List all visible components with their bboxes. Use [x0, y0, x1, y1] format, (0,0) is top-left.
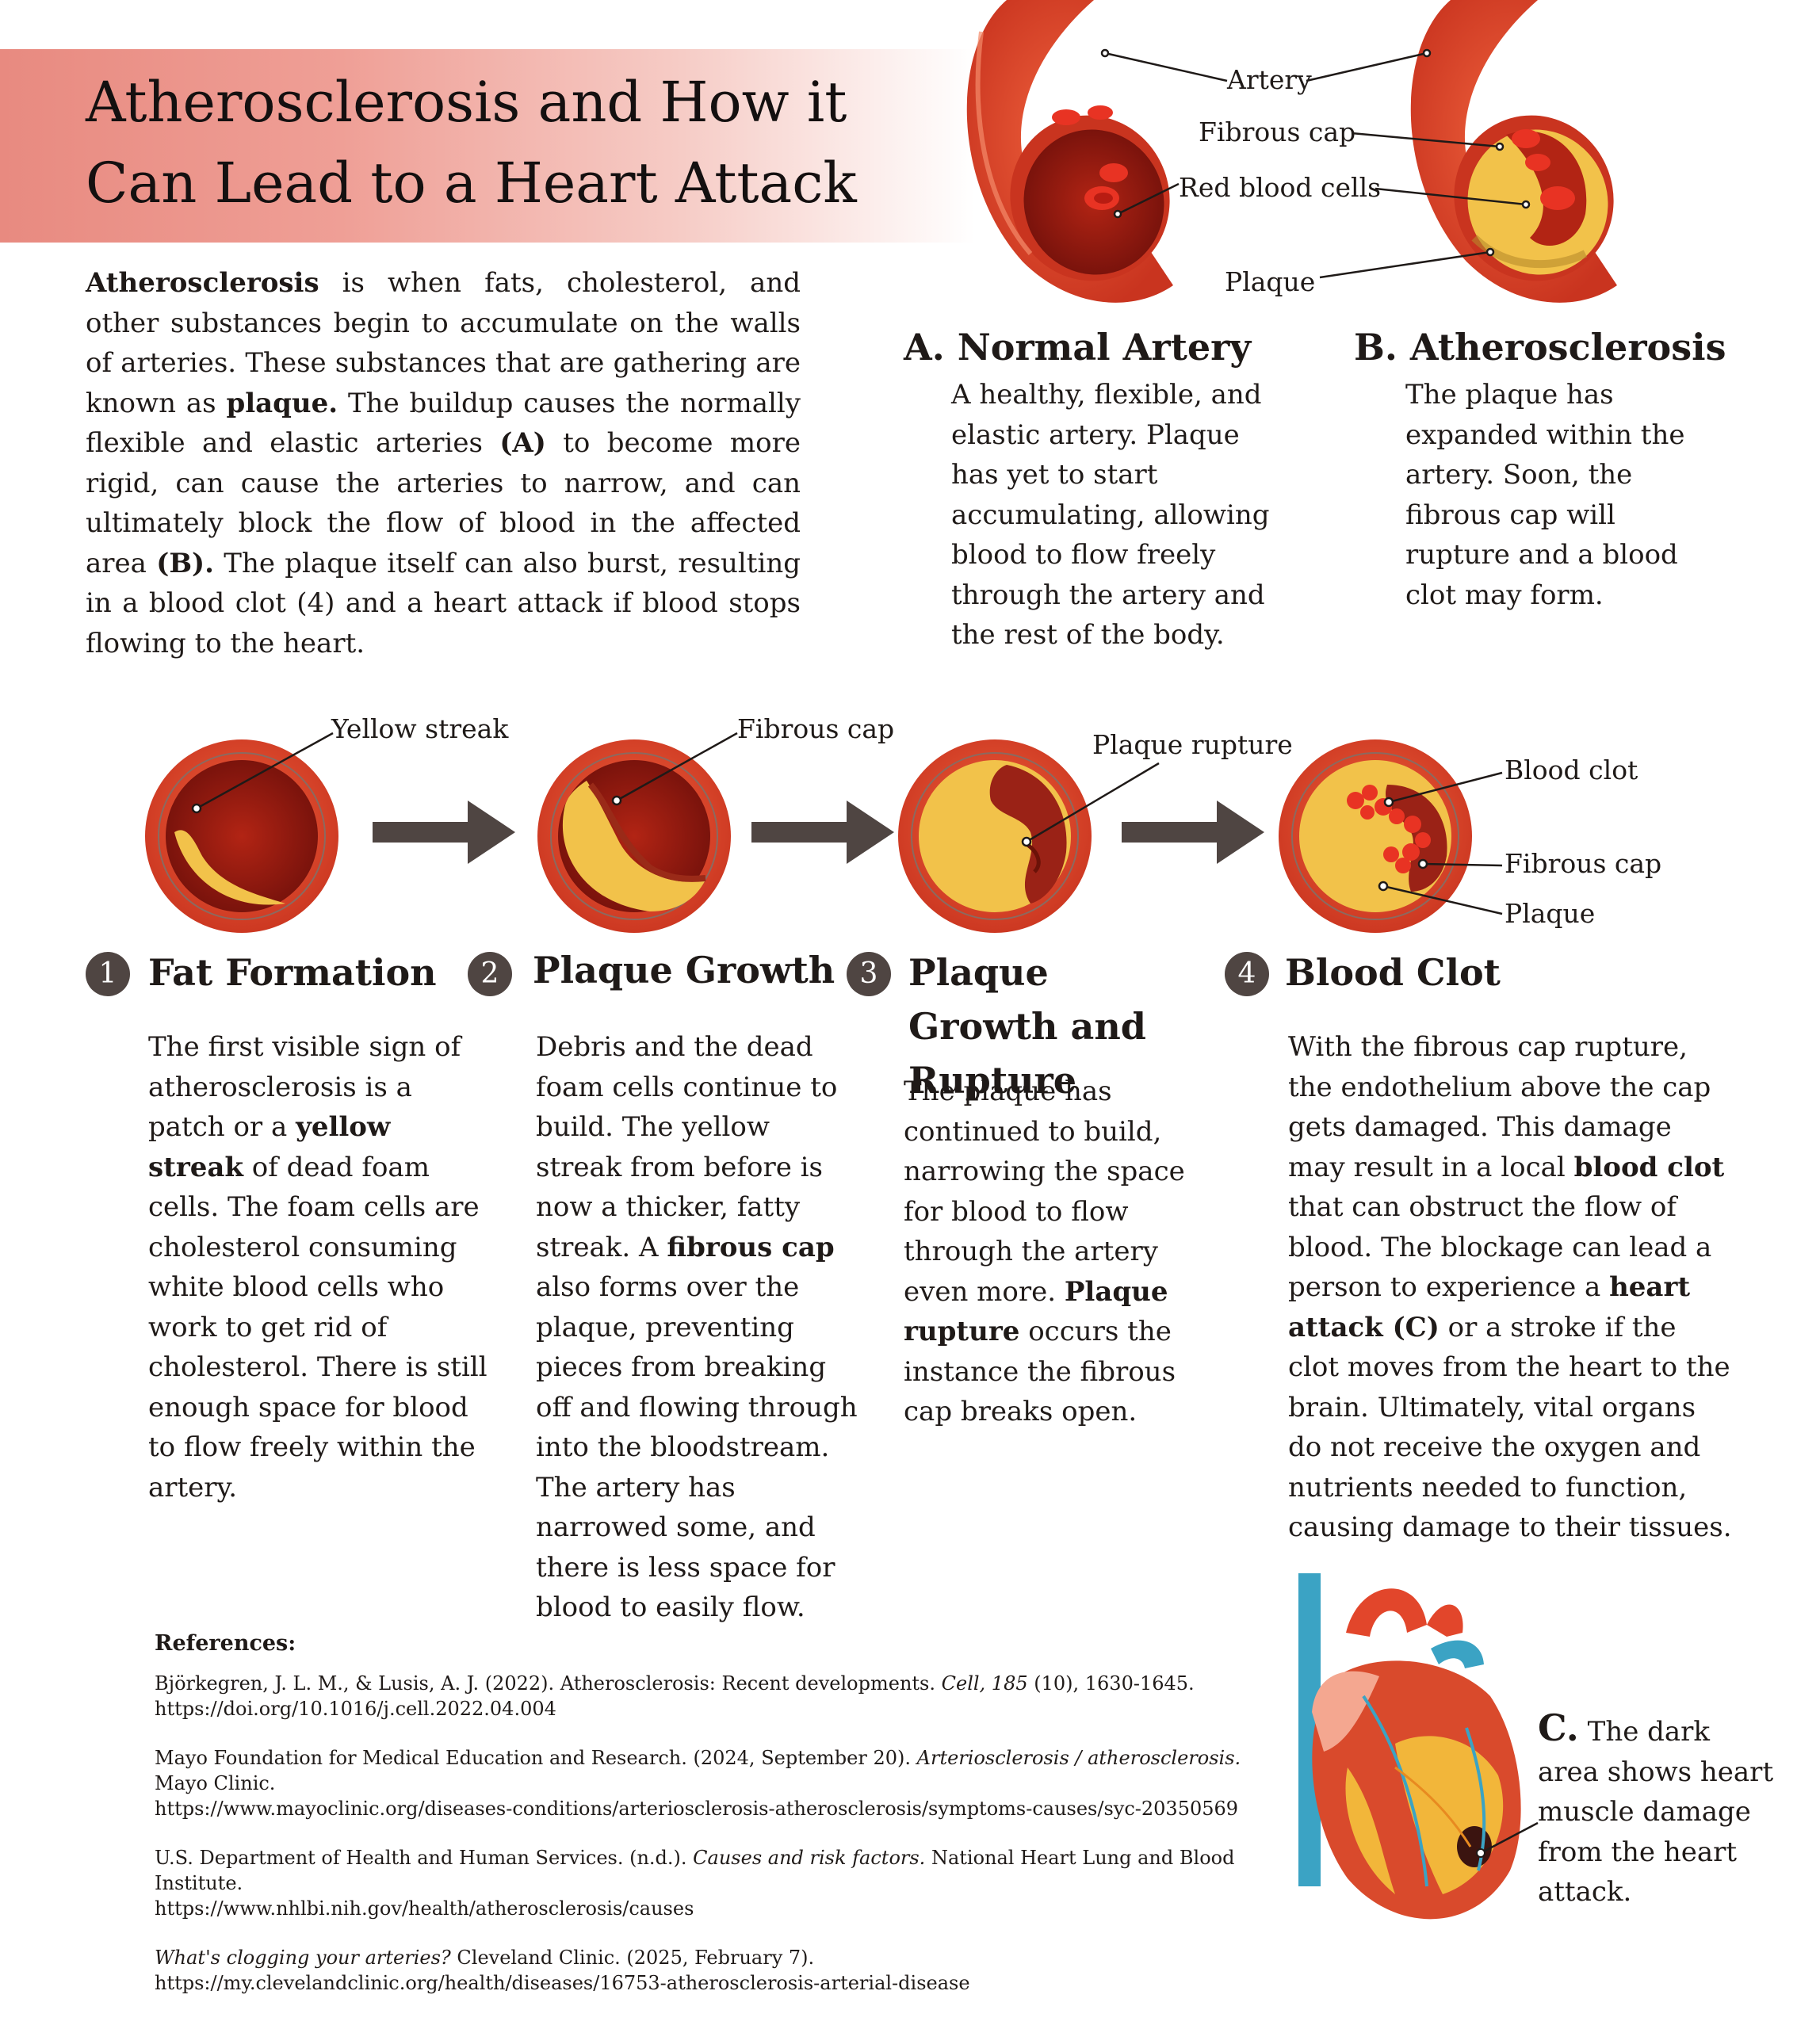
label-plaque-rupture: Plaque rupture [1092, 729, 1293, 760]
label-fibrous-cap-top: Fibrous cap [1199, 117, 1356, 147]
cross-section-1 [145, 739, 338, 933]
step-1-number: 1 [86, 952, 130, 996]
step-4-title: Blood Clot [1285, 951, 1501, 994]
reference-1: Björkegren, J. L. M., & Lusis, A. J. (20… [155, 1672, 1195, 1720]
step-3-title: Plaque Growth and Rupture [908, 951, 1146, 1102]
step-3-body: The plaque has continued to build, narro… [904, 1076, 1185, 1427]
label-artery: Artery [1227, 64, 1312, 95]
section-b-heading: B. Atherosclerosis [1354, 326, 1726, 369]
reference-2-url[interactable]: https://www.mayoclinic.org/diseases-cond… [155, 1798, 1239, 1820]
heart-illustration [1298, 1573, 1539, 1920]
cross-section-2 [537, 739, 731, 933]
step-2-title: Plaque Growth [533, 949, 835, 992]
step-4-body: With the fibrous cap rupture, the endoth… [1288, 1031, 1732, 1543]
heart-caption: C. The dark area shows heart muscle dama… [1538, 1706, 1774, 1908]
label-fibrous-cap-4: Fibrous cap [1505, 848, 1662, 879]
step-3-number: 3 [847, 952, 891, 996]
references-heading: References: [155, 1631, 296, 1656]
step-4-number: 4 [1225, 952, 1269, 996]
progression-arrows [373, 801, 1264, 864]
section-a-heading: A. Normal Artery [904, 326, 1252, 369]
label-yellow-streak: Yellow streak [331, 713, 509, 744]
step-2-body: Debris and the dead foam cells continue … [536, 1031, 858, 1623]
page-title: Atherosclerosis and How it Can Lead to a… [86, 70, 857, 216]
reference-2: Mayo Foundation for Medical Education an… [155, 1747, 1241, 1820]
cross-section-3 [898, 739, 1092, 933]
reference-4-url[interactable]: https://my.clevelandclinic.org/health/di… [155, 1972, 970, 1994]
references: References: Björkegren, J. L. M., & Lusi… [155, 1631, 1248, 2019]
label-plaque-top: Plaque [1225, 266, 1316, 297]
atherosclerosis-artery-illustration [1410, 0, 1617, 303]
section-b-body: The plaque has expanded within the arter… [1405, 379, 1685, 611]
normal-artery-illustration [966, 0, 1173, 303]
intro-paragraph: Atherosclerosis is when fats, cholestero… [86, 267, 801, 659]
step-2-number: 2 [468, 952, 512, 996]
label-fibrous-cap-2: Fibrous cap [737, 713, 895, 744]
title-band [0, 49, 975, 243]
step-1-title: Fat Formation [148, 951, 437, 994]
label-blood-clot: Blood clot [1505, 755, 1638, 785]
reference-3-url[interactable]: https://www.nhlbi.nih.gov/health/atheros… [155, 1897, 694, 1920]
top-leader-lines [1100, 48, 1531, 279]
reference-4: What's clogging your arteries? Cleveland… [155, 1947, 970, 1994]
reference-3: U.S. Department of Health and Human Serv… [155, 1847, 1235, 1920]
reference-1-url[interactable]: https://doi.org/10.1016/j.cell.2022.04.0… [155, 1698, 556, 1720]
label-plaque-4: Plaque [1505, 898, 1596, 929]
step-1-body: The first visible sign of atherosclerosi… [148, 1031, 488, 1504]
cross-section-4 [1279, 739, 1472, 933]
section-a-body: A healthy, flexible, and elastic artery.… [951, 379, 1270, 651]
step-leader-lines [191, 732, 1503, 915]
label-red-blood-cells: Red blood cells [1179, 172, 1382, 203]
